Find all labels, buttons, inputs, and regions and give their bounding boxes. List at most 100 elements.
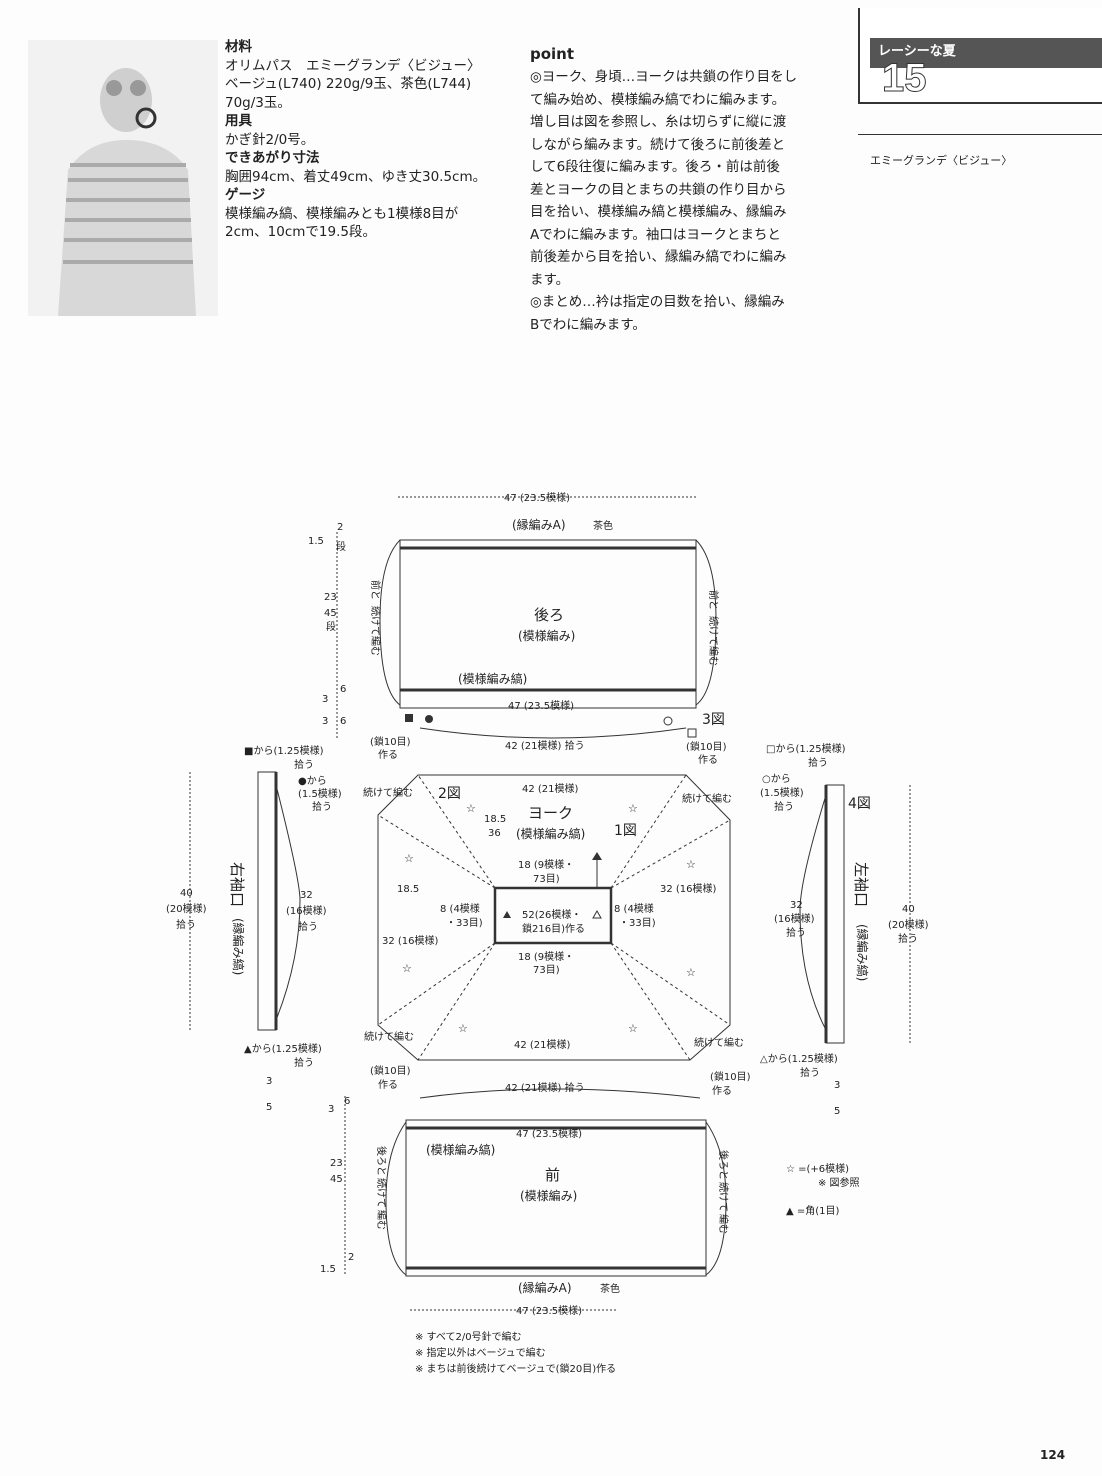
back-cont-note: 編む	[717, 1214, 730, 1234]
left-cuff-sub: (縁編み縞)	[855, 924, 870, 981]
left-cuff-title: 左袖口	[852, 862, 870, 907]
tag-number: 15	[882, 56, 927, 101]
yoke-outline	[377, 774, 731, 1061]
yoke-42: 42 (21模様)	[522, 782, 579, 795]
svg-text:☆: ☆	[404, 852, 414, 865]
dim-3: 3	[328, 1104, 334, 1115]
dim-3: 3	[322, 694, 328, 705]
from-circle-open: ○から	[762, 773, 791, 785]
fig2-label: 2図	[438, 786, 461, 802]
back-cont-note: 後ろと	[717, 1150, 730, 1180]
make-label: 作る	[378, 1079, 398, 1091]
fig4-label: 4図	[848, 796, 871, 812]
stripe-label: (模様編み縞)	[458, 671, 527, 686]
sleeve-16-l: (16模様)	[286, 904, 327, 917]
color-label: 茶色	[593, 519, 613, 532]
right-cuff-sub: (縁編み縞)	[231, 918, 246, 975]
yoke-42-bottom: 42 (21模様)	[514, 1038, 571, 1051]
tools-text: かぎ針2/0号。	[225, 131, 315, 148]
back-cont-note: 編む	[375, 1210, 388, 1230]
triangle-open-marker	[592, 909, 602, 919]
notes-block: ※ すべて2/0号針で編む ※ 指定以外はベージュで編む ※ まちは前後続けてベ…	[415, 1330, 616, 1378]
dim-pick-42: 42 (21模様) 拾う	[505, 739, 585, 752]
sleeve-20-l: (20模様)	[166, 902, 207, 915]
point-block: point ◎ヨーク、身頃…ヨークは共鎖の作り目をし て編み始め、模様編み縞でわ…	[530, 44, 820, 336]
front-cont-note: 続けて	[369, 606, 382, 636]
rows-dan: 段	[336, 540, 346, 553]
left-cuff	[825, 784, 845, 1044]
sleeve-pick-l: 拾う	[176, 918, 196, 931]
dim-3: 3	[834, 1080, 840, 1091]
point-line: 差とヨークの目とまちの共鎖の作り目から	[530, 181, 787, 198]
rows-6: 6	[344, 1096, 350, 1107]
bottom-18: 18 (9模様・	[518, 950, 574, 963]
make-label: 作る	[378, 749, 398, 761]
gauge-heading: ゲージ	[225, 187, 266, 203]
from-triangle: ▲から(1.25模様)	[244, 1042, 322, 1055]
dim-front-width: 47 (23.5模様)	[516, 1304, 582, 1317]
point-line: て編み始め、模様編み縞でわに編みます。	[530, 91, 786, 108]
side-32-right: 32 (16模様)	[660, 882, 717, 895]
triangle-marker	[503, 911, 511, 918]
chain10-label: (鎖10目)	[370, 735, 411, 748]
make-label: 作る	[698, 754, 718, 766]
point-line: 前後差から目を拾い、縁編み縞でわに編み	[530, 249, 787, 265]
from-1-5: (1.5模様)	[298, 787, 342, 800]
dim-18-5: 18.5	[484, 814, 506, 825]
sleeve-40-l: 40	[180, 888, 193, 899]
from-square-open: □から(1.25模様)	[766, 742, 846, 755]
sleeve-pick-r2: 拾う	[786, 926, 806, 939]
side-8-left: 8 (4模様	[440, 902, 480, 915]
dim-1-5: 1.5	[320, 1264, 336, 1275]
dim-23: 23	[330, 1158, 343, 1169]
circle-filled-marker	[425, 715, 433, 723]
fig1-label: 1図	[614, 823, 637, 839]
from-1-5-r: (1.5模様)	[760, 786, 804, 799]
sleeve-20-r: (20模様)	[888, 918, 929, 931]
dim-18-5-left: 18.5	[397, 884, 419, 895]
cont-label: 続けて編む	[364, 1030, 414, 1043]
materials-heading: 材料	[225, 39, 252, 55]
svg-text:☆: ☆	[686, 858, 696, 871]
note-line: ※ すべて2/0号針で編む	[415, 1332, 522, 1343]
yoke-center	[493, 886, 613, 945]
front-cont-note: 前と	[707, 590, 720, 610]
legend-ref: ※ 図参照	[818, 1176, 860, 1189]
svg-text:☆: ☆	[628, 802, 638, 815]
square-open-marker	[687, 728, 697, 738]
rows-5: 5	[266, 1102, 272, 1113]
legend-star: ☆ =(+6模様)	[786, 1162, 849, 1175]
back-panel	[399, 539, 697, 709]
legend-triangle: ▲ =角(1目)	[786, 1205, 840, 1217]
yarn-divider	[858, 134, 1102, 135]
pick-label: 拾う	[808, 756, 828, 769]
side-8-right: 8 (4模様	[614, 902, 654, 915]
bottom-73: 73目)	[533, 965, 560, 976]
right-cuff-title: 右袖口	[228, 862, 246, 907]
rows-36: 36	[488, 828, 501, 839]
cont-label: 続けて編む	[682, 792, 732, 805]
from-square: ■から(1.25模様)	[244, 744, 324, 757]
cont-label: 続けて編む	[363, 786, 413, 799]
top-73: 73目)	[533, 874, 560, 885]
circle-open-marker	[663, 716, 673, 726]
back-cont-note: 後ろと	[375, 1146, 388, 1176]
tag-band	[870, 38, 1102, 68]
rows-45: 45	[330, 1174, 343, 1185]
dim-top-width: 47 (23.5模様)	[504, 491, 570, 504]
tag-page-label: page の作品 ★★★	[936, 74, 1047, 88]
side-33-left: ・33目)	[446, 918, 483, 929]
point-line: ます。	[530, 271, 570, 288]
svg-text:☆: ☆	[402, 962, 412, 975]
pick-label: 拾う	[774, 800, 794, 813]
dim-back-bottom: 47 (23.5模様)	[508, 699, 574, 712]
size-heading: できあがり寸法	[225, 150, 320, 166]
tag-category: レーシーな夏	[878, 44, 956, 59]
gauge-text: 2cm、10cmで19.5段。	[225, 224, 376, 240]
from-circle: ●から	[298, 775, 327, 787]
pick-label: 拾う	[294, 1056, 314, 1069]
color-label: 茶色	[600, 1282, 620, 1295]
top-18: 18 (9模様・	[518, 858, 574, 871]
sleeve-pick-r: 拾う	[898, 932, 918, 945]
point-line: Aでわに編みます。袖口はヨークとまちと	[530, 226, 781, 243]
